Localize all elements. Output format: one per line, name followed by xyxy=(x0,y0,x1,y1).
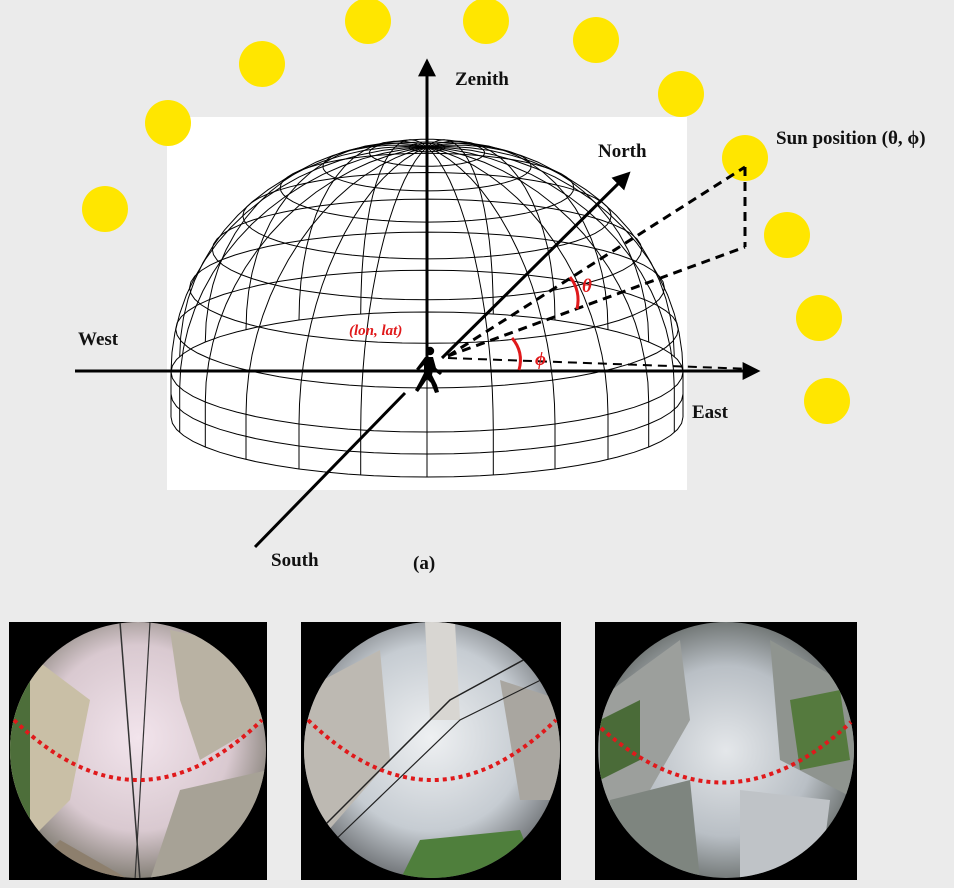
sun-marker xyxy=(463,0,509,44)
sun-position-label: Sun position (θ, ϕ) xyxy=(776,128,926,149)
east-label: East xyxy=(692,402,728,423)
theta-label: θ xyxy=(582,276,592,297)
observer-location-label: (lon, lat) xyxy=(349,323,403,339)
sky-horizon-arc xyxy=(306,718,558,782)
sun-marker xyxy=(239,41,285,87)
north-axis xyxy=(440,171,631,360)
phi-arc xyxy=(510,337,522,371)
theta-arc xyxy=(568,276,580,310)
sky-horizon-arc xyxy=(12,718,264,782)
north-label: North xyxy=(598,141,647,162)
sun-marker xyxy=(804,378,850,424)
sun-marker xyxy=(658,71,704,117)
west-label: West xyxy=(78,329,119,350)
sun-marker xyxy=(764,212,810,258)
sun-marker xyxy=(722,135,768,181)
sun-marker xyxy=(796,295,842,341)
fisheye-photo-1 xyxy=(9,622,267,880)
sun-marker xyxy=(82,186,128,232)
south-axis xyxy=(253,391,407,549)
sun-marker xyxy=(573,17,619,63)
sun-marker xyxy=(145,100,191,146)
figure-caption: (a) xyxy=(413,553,436,574)
sun-direction-lines xyxy=(447,165,753,370)
zenith-label: Zenith xyxy=(455,69,509,90)
fisheye-photo-3 xyxy=(595,622,857,880)
phi-label: ϕ xyxy=(535,349,546,370)
sky-horizon-arc xyxy=(599,720,853,785)
south-label: South xyxy=(271,550,319,571)
sun-markers xyxy=(82,0,850,424)
fisheye-photo-2 xyxy=(301,622,561,880)
pedestrian-icon xyxy=(415,346,442,393)
sun-marker xyxy=(345,0,391,44)
